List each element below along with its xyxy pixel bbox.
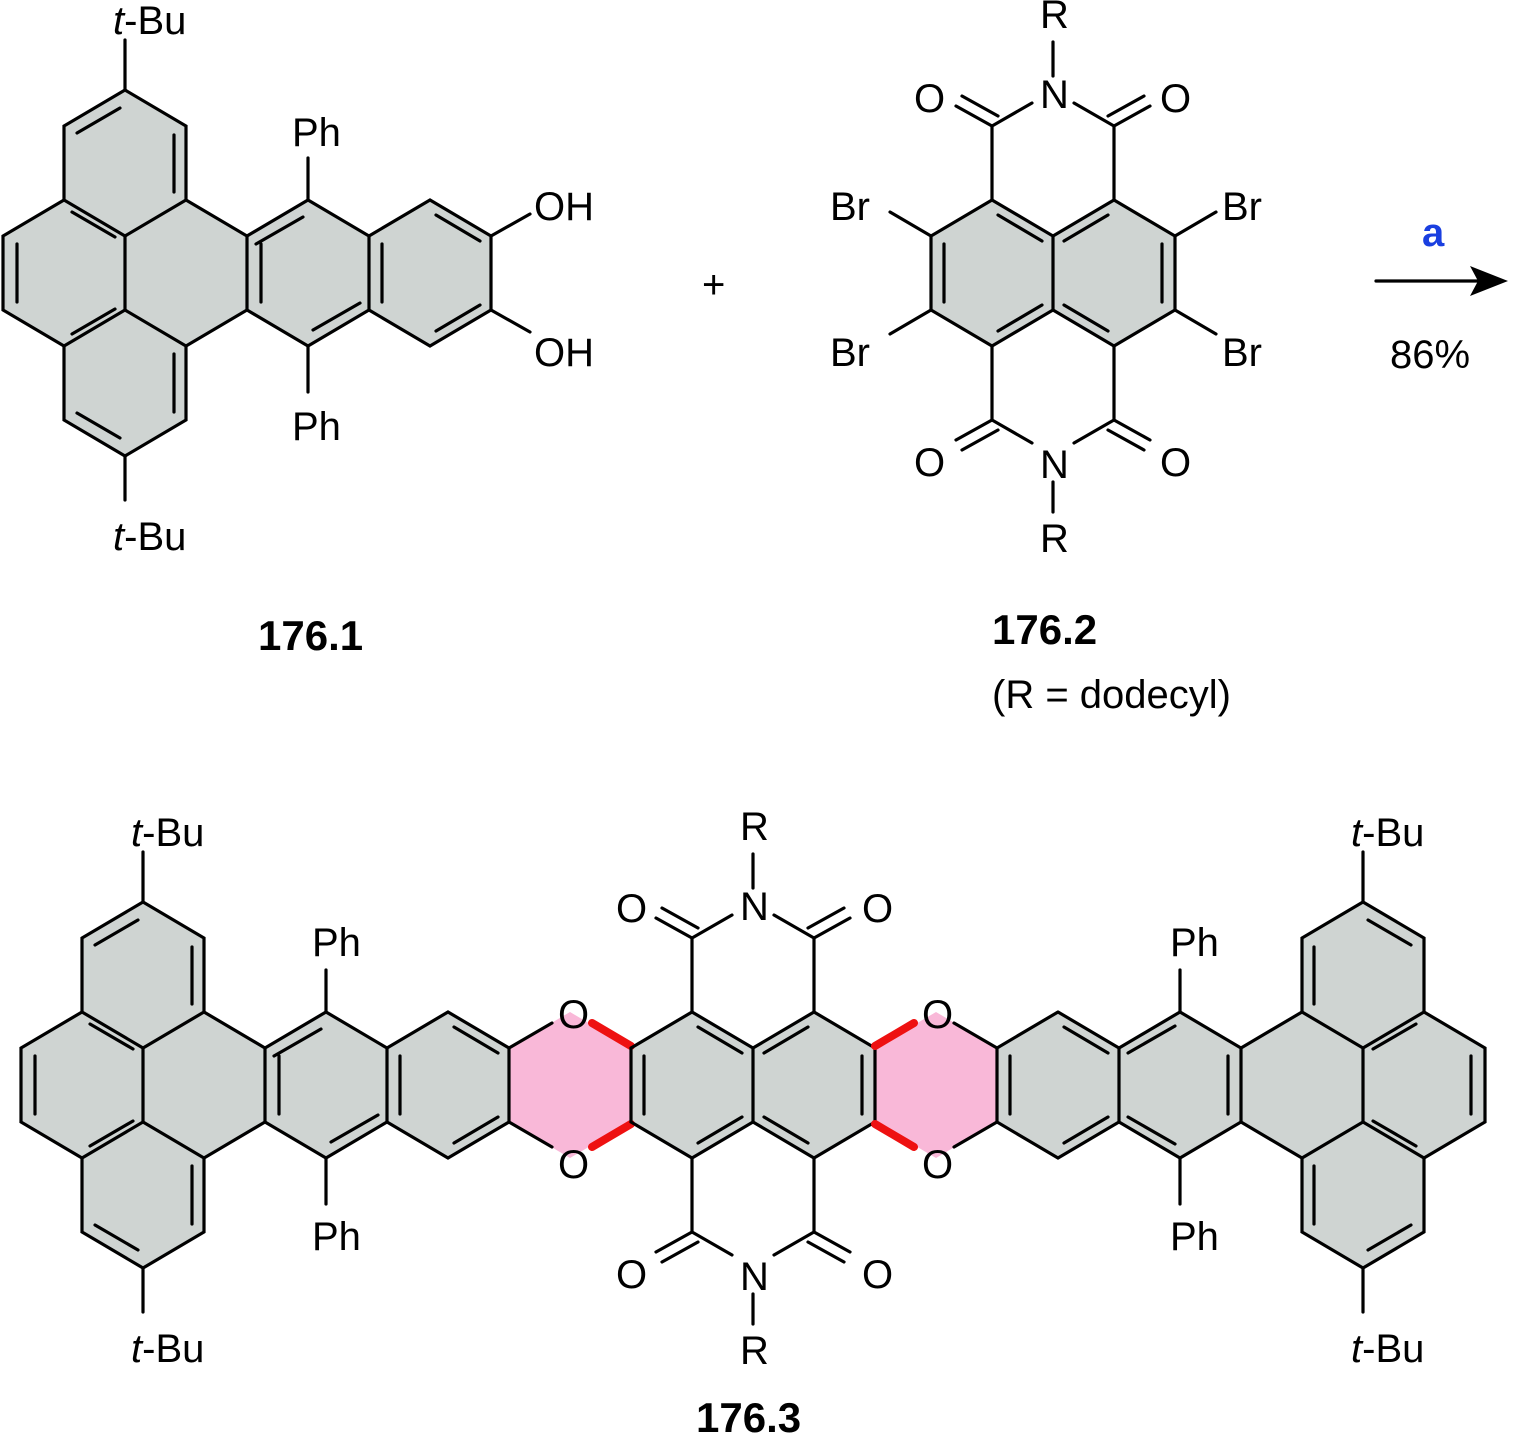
tbu-label: t-Bu	[113, 0, 186, 43]
ph-label: Ph	[1170, 1215, 1219, 1259]
tbu-label: t-Bu	[1351, 811, 1424, 855]
o-label: O	[862, 887, 893, 931]
ph-label: Ph	[292, 111, 341, 155]
ph-label: Ph	[292, 405, 341, 449]
yield-label: 86%	[1390, 333, 1470, 377]
reagent-label-a: a	[1422, 211, 1445, 255]
compound-176-2-structure: R N O O Br Br Br Br O O N R	[830, 0, 1262, 561]
o-label: O	[914, 77, 945, 121]
r-label: R	[740, 1329, 769, 1373]
tbu-label: t-Bu	[113, 515, 186, 559]
plus-sign: +	[702, 263, 725, 307]
o-label: O	[862, 1253, 893, 1297]
compound-176-1-label: 176.1	[258, 612, 363, 659]
r-label: R	[740, 805, 769, 849]
compound-176-1-structure: t-Bu t-Bu Ph Ph OH OH	[1, 0, 594, 559]
tbu-label: t-Bu	[131, 811, 204, 855]
n-label: N	[740, 885, 769, 929]
r-label: R	[1040, 0, 1069, 37]
tbu-label: t-Bu	[1351, 1327, 1424, 1371]
ph-label: Ph	[1170, 921, 1219, 965]
o-label: O	[616, 1253, 647, 1297]
compound-176-2-label: 176.2	[992, 606, 1097, 653]
compound-176-3-label: 176.3	[696, 1394, 801, 1437]
o-label: O	[922, 993, 953, 1037]
o-label: O	[1160, 441, 1191, 485]
oh-label: OH	[534, 331, 594, 375]
oh-label: OH	[534, 185, 594, 229]
o-label: O	[914, 441, 945, 485]
n-label: N	[1040, 443, 1069, 487]
o-label: O	[922, 1143, 953, 1187]
o-label: O	[616, 887, 647, 931]
ph-label: Ph	[312, 1215, 361, 1259]
r-label: R	[1040, 517, 1069, 561]
br-label: Br	[1222, 185, 1262, 229]
ph-label: Ph	[312, 921, 361, 965]
n-label: N	[1040, 73, 1069, 117]
tbu-label: t-Bu	[131, 1327, 204, 1371]
n-label: N	[740, 1255, 769, 1299]
reaction-arrow	[1374, 266, 1508, 296]
o-label: O	[558, 1143, 589, 1187]
o-label: O	[1160, 77, 1191, 121]
o-label: O	[558, 993, 589, 1037]
br-label: Br	[830, 331, 870, 375]
r-group-note: (R = dodecyl)	[992, 673, 1231, 717]
br-label: Br	[830, 185, 870, 229]
br-label: Br	[1222, 331, 1262, 375]
compound-176-3-structure: t-Bu t-Bu t-Bu t-Bu Ph Ph Ph Ph O O O O …	[19, 805, 1487, 1373]
